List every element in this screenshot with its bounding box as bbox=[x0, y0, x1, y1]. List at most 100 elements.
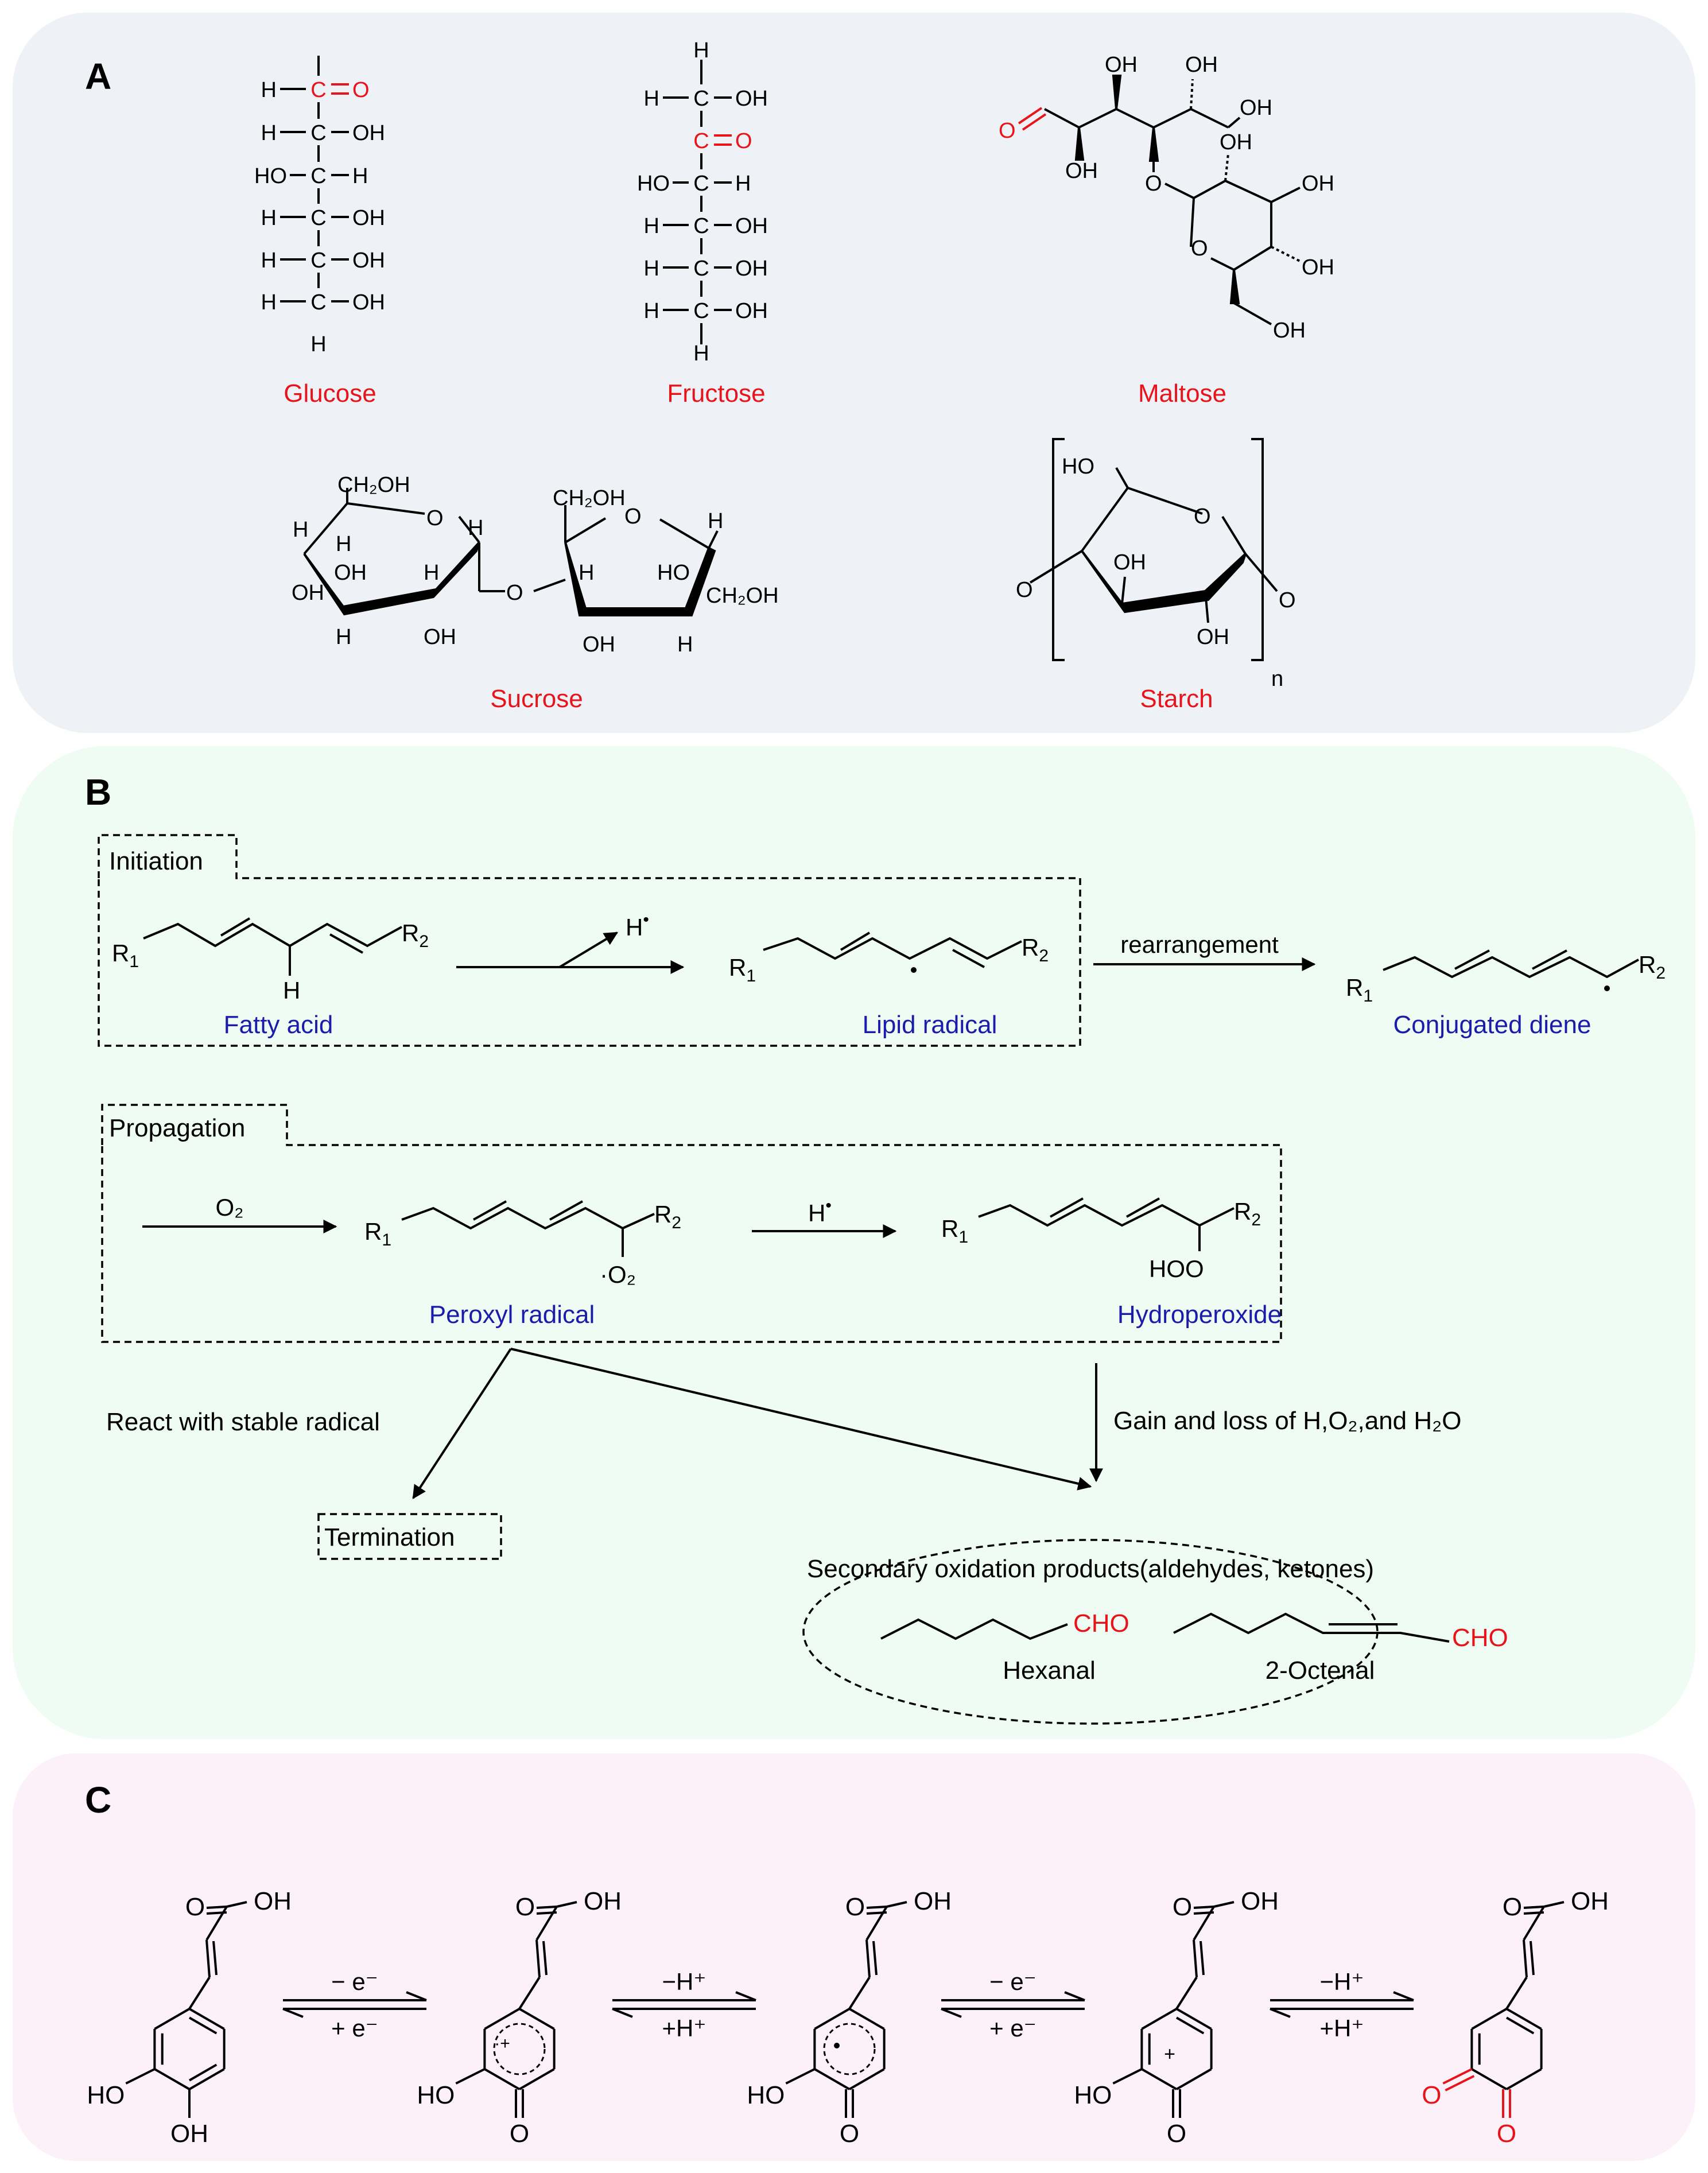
carbonyl-oxygen: O bbox=[1173, 1893, 1192, 1921]
radical-dot bbox=[834, 2043, 840, 2048]
svg-text:C: C bbox=[310, 290, 326, 315]
svg-text:H: H bbox=[693, 342, 709, 366]
svg-text:OH: OH bbox=[583, 633, 615, 657]
meta-carbonyl-oxygen: O bbox=[1422, 2081, 1441, 2109]
svg-text:OH: OH bbox=[1240, 96, 1272, 120]
lipid-radical-label: Lipid radical bbox=[863, 1011, 997, 1039]
svg-text:OH: OH bbox=[334, 561, 367, 585]
panel-a-background bbox=[13, 13, 1695, 733]
fatty-acid-label: Fatty acid bbox=[224, 1011, 333, 1039]
peroxyl-radical-labels: R1 R2 ·O₂ bbox=[364, 1201, 681, 1288]
svg-text:C: C bbox=[310, 121, 326, 145]
svg-text:OH: OH bbox=[292, 581, 324, 605]
svg-text:O: O bbox=[999, 119, 1016, 143]
svg-text:H: H bbox=[261, 206, 277, 230]
propagation-label: Propagation bbox=[109, 1114, 245, 1142]
panel-c-letter: C bbox=[85, 1779, 111, 1821]
equilibrium-arrow: − e⁻+ e⁻ bbox=[941, 1968, 1085, 2042]
svg-text:H: H bbox=[693, 38, 709, 63]
ring-bond bbox=[849, 2068, 885, 2090]
svg-text:O: O bbox=[506, 581, 523, 605]
equilibrium-arrow: − e⁻+ e⁻ bbox=[282, 1968, 427, 2042]
ring-bond bbox=[188, 2008, 225, 2030]
panel-a-letter: A bbox=[85, 56, 111, 97]
h-transfer-label: H• bbox=[808, 1196, 832, 1227]
conjugated-diene-labels: R1 R2 bbox=[1346, 951, 1666, 1006]
svg-text:C: C bbox=[693, 299, 709, 323]
carbonyl-oxygen: O bbox=[185, 1893, 205, 1921]
equilibrium-arrow: −H⁺ +H⁺ bbox=[1270, 1968, 1414, 2042]
peroxyl-radical-structure bbox=[401, 1200, 655, 1257]
svg-text:OH: OH bbox=[1302, 255, 1334, 280]
octenal-cho: CHO bbox=[1452, 1624, 1508, 1652]
carboxyl-hydroxyl: OH bbox=[1241, 1887, 1279, 1915]
react-with-stable-label: React with stable radical bbox=[106, 1408, 380, 1436]
para-carbonyl-oxygen: O bbox=[1167, 2120, 1186, 2148]
ring-bond bbox=[518, 2068, 555, 2090]
ring-bond bbox=[154, 2068, 191, 2090]
svg-text:CH₂OH: CH₂OH bbox=[337, 473, 410, 497]
carbonyl-oxygen: O bbox=[1503, 1893, 1522, 1921]
svg-text:OH: OH bbox=[1185, 53, 1218, 77]
svg-text:n: n bbox=[1271, 667, 1283, 691]
svg-text:H: H bbox=[283, 977, 300, 1004]
svg-text:R1: R1 bbox=[729, 954, 756, 985]
svg-text:O: O bbox=[624, 505, 642, 529]
svg-text:OH: OH bbox=[1105, 53, 1138, 77]
svg-text:R1: R1 bbox=[112, 940, 139, 971]
panel-b-letter: B bbox=[85, 771, 111, 813]
svg-text:CH₂OH: CH₂OH bbox=[553, 486, 626, 510]
lipid-radical-structure bbox=[763, 932, 1022, 968]
ring-bond bbox=[1141, 2068, 1177, 2090]
svg-text:R1: R1 bbox=[364, 1218, 391, 1250]
fatty-acid-labels: R1 R2 H bbox=[112, 919, 429, 1004]
arrow-bottom-label: +H⁺ bbox=[1319, 2015, 1364, 2042]
svg-text:H: H bbox=[261, 290, 277, 315]
ring-bond bbox=[518, 2008, 555, 2030]
panel-a: A C C C C C C bbox=[13, 13, 1695, 733]
ring-bond bbox=[484, 2068, 521, 2090]
ring-bond bbox=[484, 2008, 521, 2030]
svg-text:H: H bbox=[352, 164, 368, 188]
equilibrium-arrow: −H⁺+H⁺ bbox=[612, 1968, 756, 2042]
svg-text:R2: R2 bbox=[402, 919, 429, 951]
sucrose-labels: CH₂OH O H H OH H OH H OH H O CH₂OH O H H… bbox=[292, 473, 779, 657]
svg-text:OH: OH bbox=[352, 206, 385, 230]
fructose-structure: H C C C C C C H OH O HO H H OH H OH H OH… bbox=[637, 38, 768, 366]
carboxyl-hydroxyl: OH bbox=[584, 1887, 622, 1915]
panel-b-background bbox=[13, 746, 1695, 1739]
svg-text:OH: OH bbox=[352, 121, 385, 145]
meta-hydroxyl: HO bbox=[747, 2081, 785, 2109]
svg-text:H: H bbox=[310, 332, 326, 356]
svg-text:C: C bbox=[310, 249, 326, 273]
peroxyl-radical-label: Peroxyl radical bbox=[429, 1301, 595, 1329]
ring-bond bbox=[188, 2068, 225, 2090]
svg-text:OH: OH bbox=[1220, 130, 1252, 154]
svg-text:H: H bbox=[644, 214, 659, 238]
arrow-top-label: −H⁺ bbox=[662, 1968, 706, 1995]
svg-text:H: H bbox=[579, 561, 594, 585]
fatty-acid-structure bbox=[143, 917, 402, 976]
arrow-bottom-label: + e⁻ bbox=[331, 2015, 378, 2042]
svg-text:H: H bbox=[261, 121, 277, 145]
svg-text:O: O bbox=[1191, 236, 1208, 261]
svg-text:O: O bbox=[426, 506, 444, 530]
propagation-box bbox=[101, 1104, 1282, 1343]
svg-text:O: O bbox=[1016, 578, 1033, 602]
lipid-radical-labels: R1 R2 bbox=[729, 934, 1049, 985]
svg-text:C: C bbox=[310, 206, 326, 230]
svg-text:C: C bbox=[693, 214, 709, 238]
secondary-products-title: Secondary oxidation products(aldehydes, … bbox=[807, 1555, 1374, 1583]
svg-text:R2: R2 bbox=[1234, 1198, 1261, 1229]
svg-text:OH: OH bbox=[1197, 625, 1229, 649]
svg-text:C: C bbox=[693, 87, 709, 111]
arrow-top-label: −H⁺ bbox=[1319, 1968, 1364, 1995]
svg-text:H: H bbox=[261, 78, 277, 102]
hexanal-label: Hexanal bbox=[1003, 1656, 1095, 1685]
svg-text:HO: HO bbox=[1062, 455, 1094, 479]
starch-labels: HO O O OH O OH n bbox=[1016, 455, 1296, 691]
svg-text:H: H bbox=[644, 257, 659, 281]
glucose-structure: C C C C C C H O H OH HO H H OH H OH H OH… bbox=[254, 56, 385, 356]
